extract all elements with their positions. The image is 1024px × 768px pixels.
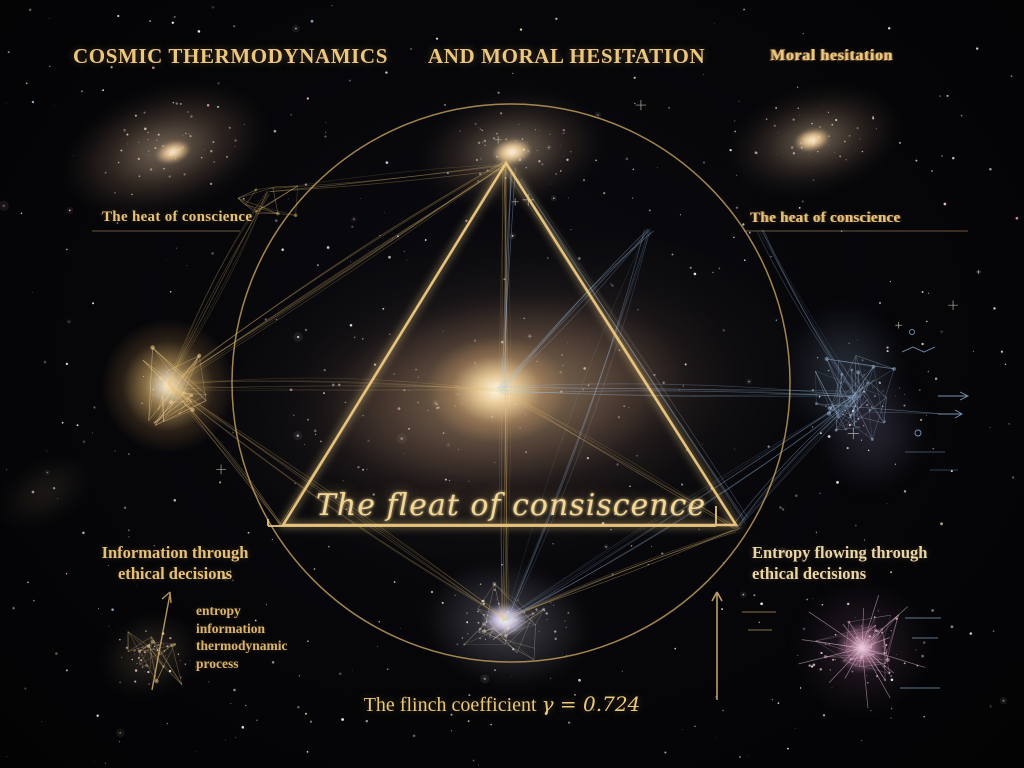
- title-left: COSMIC THERMODYNAMICS: [73, 44, 388, 68]
- note-line-3: thermodynamic: [196, 638, 288, 654]
- galaxy-top-right-core: [791, 124, 833, 156]
- label-entropy-flowing: Entropy flowing through ethical decision…: [752, 543, 927, 584]
- label-entropy-line2: ethical decisions: [752, 563, 867, 583]
- equation-value: γ = 0.724: [541, 692, 641, 716]
- label-entropy-line1: Entropy flowing through: [752, 543, 928, 562]
- galaxy-top-left-halo: [18, 38, 312, 262]
- note-line-1: entropy: [196, 603, 241, 618]
- galaxy-top-center-core: [490, 135, 534, 169]
- label-information-line2: ethical decisions: [117, 563, 233, 583]
- outer-circle: [231, 103, 791, 663]
- label-thermo-note: entropy information thermodynamic proces…: [196, 602, 288, 672]
- galaxy-bottom-left-halo: [75, 586, 225, 724]
- note-line-4: process: [196, 655, 239, 671]
- micro-annotations-right: [901, 329, 970, 471]
- galaxy-top-center-halo: [386, 61, 638, 239]
- galaxy-top-right-halo: [695, 53, 935, 227]
- triangle-glow: [276, 156, 743, 529]
- galaxy-top-left-core: [152, 135, 194, 169]
- baseline: [267, 506, 717, 527]
- title-right: Moral hesitation: [770, 47, 893, 64]
- right-nebula-a: [770, 287, 920, 457]
- label-heat-of-conscience-right: The heat of conscience: [750, 210, 901, 226]
- galaxy-far-left-faint: [0, 431, 115, 553]
- bottom-right-burst-core: [835, 621, 889, 675]
- bottom-right-burst-halo: [777, 563, 947, 733]
- galaxy-central-halo: [172, 185, 850, 611]
- right-nebula-b: [804, 357, 940, 507]
- left-node-orb: [93, 311, 243, 461]
- label-heat-of-conscience-left: The heat of conscience: [102, 209, 253, 225]
- micro-annotations-bottom-right: [742, 611, 941, 689]
- galaxy-central-core: [422, 334, 572, 446]
- label-information-through: Information through ethical decisions: [102, 543, 249, 584]
- arrow-up-right: [711, 591, 723, 700]
- galaxy-central-mid: [278, 259, 732, 525]
- title-center: AND MORAL HESITATION: [428, 44, 706, 68]
- note-line-2: information: [196, 620, 265, 636]
- triangle: [280, 160, 739, 527]
- arrow-up-left: [151, 591, 172, 691]
- equation-label: The flinch coefficient: [363, 694, 537, 716]
- label-heat-of-conscience-script: The fleat of consiscence: [315, 488, 707, 523]
- galaxy-bottom-center-halo: [392, 529, 622, 719]
- galaxy-bottom-center-core: [482, 603, 528, 637]
- label-information-line1: Information through: [101, 543, 249, 562]
- label-flinch-coefficient: The flinch coefficient γ = 0.724: [364, 692, 641, 717]
